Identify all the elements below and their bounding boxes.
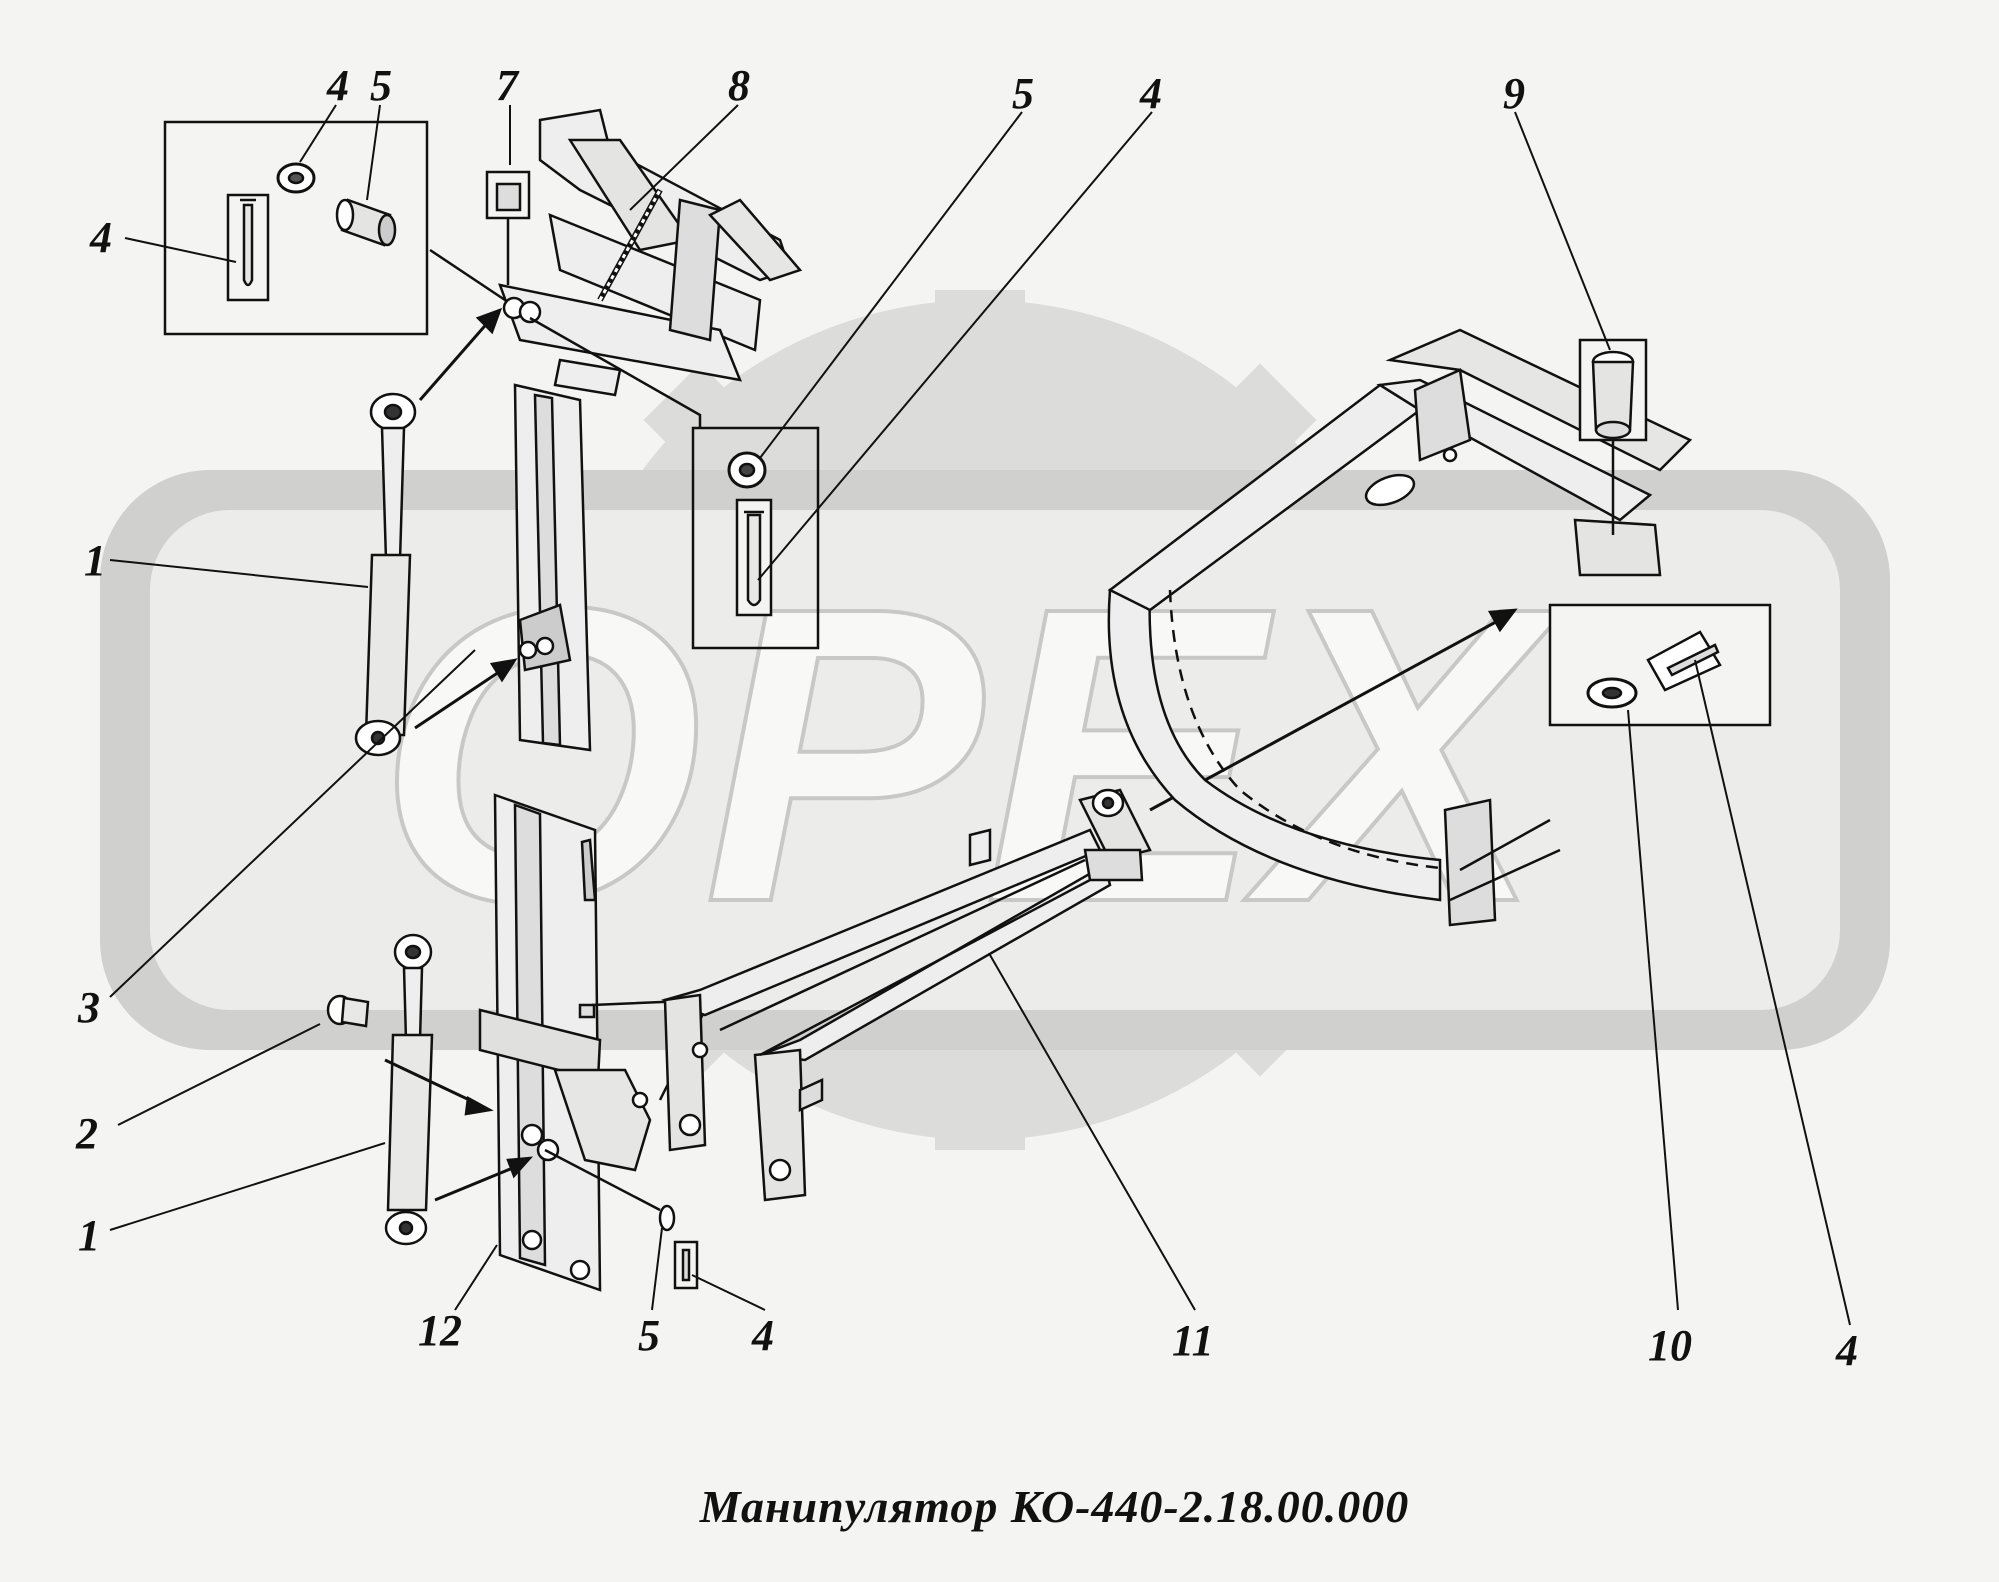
leader-lines [109,104,1851,1326]
callout-12: 12 [418,1306,462,1355]
boom-arm [661,788,1152,1202]
callout-5-c: 5 [638,1311,660,1360]
bolt-2-icon [326,994,370,1028]
callouts: 4 4 5 7 8 5 4 9 1 3 2 1 12 5 4 11 10 4 [75,61,1858,1375]
callout-5-b: 5 [1012,69,1034,118]
callout-1-b: 1 [78,1211,100,1260]
washer-5-icon-3 [658,1204,676,1232]
callout-4-b: 4 [1139,69,1162,118]
callout-7: 7 [496,61,520,110]
callout-8: 8 [728,61,750,110]
callout-1-a: 1 [84,536,106,585]
upper-guide-post [513,383,592,752]
callout-5-a: 4 [326,61,349,110]
pin-4-icon-2 [744,510,764,607]
figure-caption: Манипулятор КО-440-2.18.00.000 [699,1481,1410,1532]
callout-6: 5 [370,61,392,110]
callout-4-c: 4 [751,1311,774,1360]
inset-box-middle [691,426,820,650]
bushing-9-icon [1591,350,1635,440]
hydraulic-cylinder-upper [354,392,417,757]
callout-4-a: 4 [89,213,112,262]
pin-4-icon-3 [681,1248,691,1282]
callout-2: 2 [75,1109,98,1158]
callout-9: 9 [1503,69,1525,118]
callout-10: 10 [1648,1321,1692,1370]
upper-frame-assembly [498,108,803,397]
callout-11: 11 [1172,1316,1214,1365]
hydraulic-cylinder-lower [384,933,434,1246]
callout-4-d: 4 [1835,1326,1858,1375]
bushing-6-icon [335,198,397,247]
pin-4-icon [240,198,256,287]
inset-box-upper-left [163,120,429,336]
callout-3: 3 [77,983,100,1032]
pin-4-icon-4 [1666,643,1720,677]
